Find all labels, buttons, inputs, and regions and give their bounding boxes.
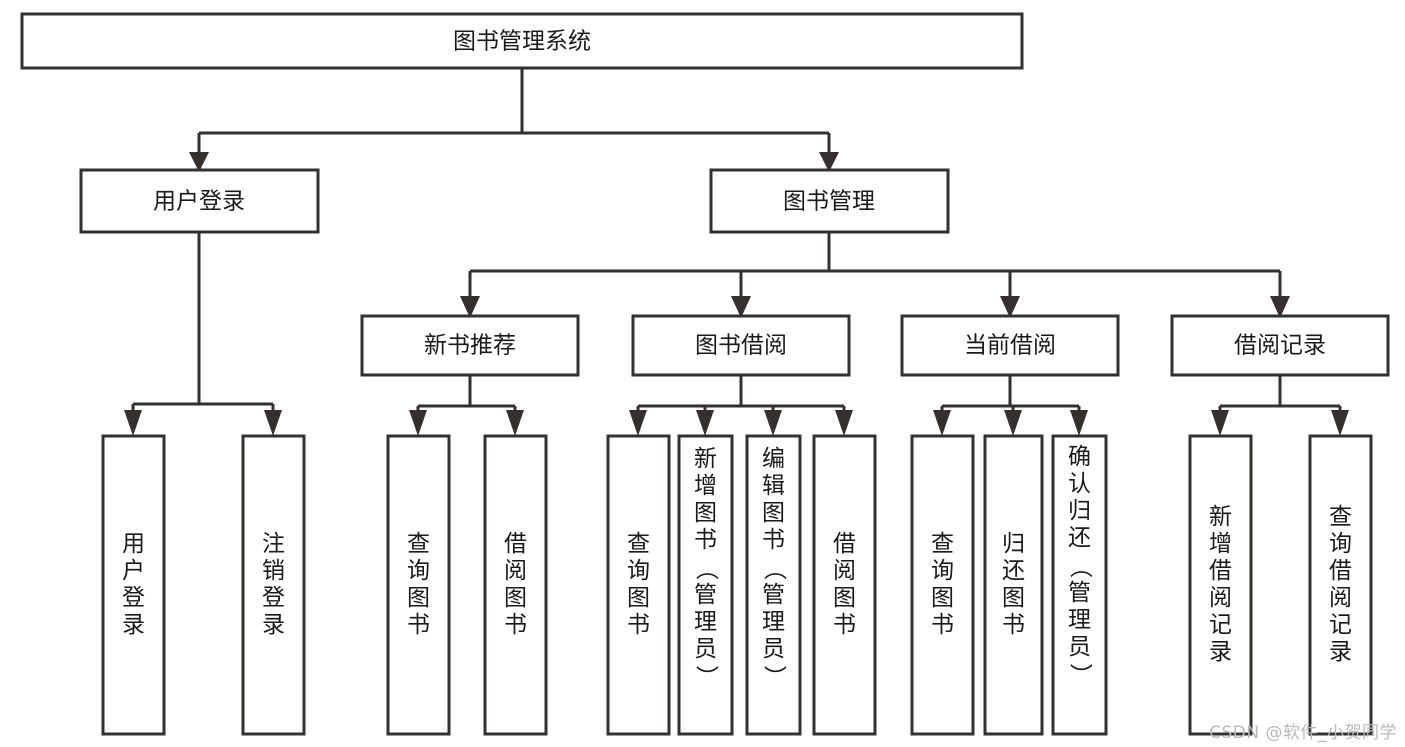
node-book-borrow-label: 图书借阅 — [695, 333, 787, 359]
arrow-user-login-leaf2 — [264, 410, 282, 436]
leaf-label-query-book-recommend: 查询图书 — [407, 530, 430, 639]
node-book-management-rect[interactable] — [709, 168, 950, 234]
leaf-label-add-book-admin: 新增图书（管理员） — [693, 446, 720, 689]
leaf-rect-borrow-book-recommend[interactable] — [483, 434, 548, 736]
arrow-new-book-leaf1 — [409, 410, 427, 436]
leaf-label-query-book-borrow: 查询图书 — [627, 530, 650, 639]
edges-current-borrow-to-leaves — [933, 375, 1088, 436]
edges-borrow-record-to-leaves — [1211, 375, 1349, 436]
leaf-rect-return-book[interactable] — [983, 434, 1044, 736]
leaf-label-return-book: 归还图书 — [1002, 530, 1025, 639]
leaf-label-query-borrow-record: 查询借阅记录 — [1329, 503, 1352, 666]
edges-level2-to-level3 — [460, 232, 1290, 318]
arrow-current-borrow-leaf1 — [933, 410, 951, 436]
leaf-label-borrow-book: 借阅图书 — [833, 530, 856, 639]
node-user-login[interactable]: 用户登录 — [79, 168, 320, 234]
node-borrow-record-label: 借阅记录 — [1234, 333, 1326, 359]
edges-book-borrow-to-leaves — [629, 375, 853, 436]
node-book-management[interactable]: 图书管理 — [709, 168, 950, 234]
arrow-to-book-borrow — [731, 296, 751, 318]
leaf-label-query-book-current: 查询图书 — [931, 530, 954, 639]
arrow-user-login-leaf1 — [124, 410, 142, 436]
node-current-borrow-label: 当前借阅 — [964, 333, 1056, 359]
leaf-label-confirm-return-admin: 确认归还（管理员） — [1067, 444, 1094, 687]
leaf-label-add-borrow-record: 新增借阅记录 — [1209, 503, 1232, 666]
arrow-to-borrow-record — [1270, 296, 1290, 318]
arrow-to-current-borrow — [1000, 296, 1020, 318]
leaf-rect-edit-book-admin[interactable] — [745, 434, 802, 736]
arrow-book-borrow-leaf3 — [764, 410, 782, 436]
leaf-rect-user-login[interactable] — [101, 434, 166, 736]
node-book-management-label: 图书管理 — [783, 189, 875, 215]
node-book-borrow[interactable]: 图书借阅 — [631, 314, 851, 377]
leaf-rect-query-book-borrow[interactable] — [606, 434, 671, 736]
edges-root-to-level2 — [189, 68, 839, 172]
node-borrow-record-rect[interactable] — [1170, 314, 1390, 377]
arrow-to-user-login — [189, 152, 209, 172]
leaf-label-user-login: 用户登录 — [122, 530, 145, 639]
leaf-rect-borrow-book[interactable] — [812, 434, 877, 736]
node-borrow-record[interactable]: 借阅记录 — [1170, 314, 1390, 377]
arrow-current-borrow-leaf3 — [1070, 410, 1088, 436]
edges-new-book-to-leaves — [409, 375, 524, 436]
edges-user-login-to-leaves — [124, 232, 282, 436]
arrow-new-book-leaf2 — [506, 410, 524, 436]
node-root-label: 图书管理系统 — [453, 29, 591, 55]
leaf-rect-add-book-admin[interactable] — [677, 434, 734, 736]
node-new-book-recommend-label: 新书推荐 — [424, 333, 516, 359]
leaf-rect-add-borrow-record[interactable] — [1188, 434, 1253, 736]
node-root-rect[interactable] — [20, 12, 1024, 70]
arrow-borrow-record-leaf2 — [1331, 410, 1349, 436]
leaf-rect-query-book-current[interactable] — [910, 434, 975, 736]
node-user-login-label: 用户登录 — [153, 189, 245, 215]
arrow-current-borrow-leaf2 — [1004, 410, 1022, 436]
leaf-label-logout: 注销登录 — [262, 530, 285, 639]
arrow-borrow-record-leaf1 — [1211, 410, 1229, 436]
leaf-rect-confirm-return-admin[interactable] — [1051, 434, 1108, 736]
arrow-book-borrow-leaf2 — [696, 410, 714, 436]
node-root[interactable]: 图书管理系统 — [20, 12, 1024, 70]
arrow-to-new-book — [460, 296, 480, 318]
node-book-borrow-rect[interactable] — [631, 314, 851, 377]
leaf-rect-logout[interactable] — [241, 434, 306, 736]
node-current-borrow[interactable]: 当前借阅 — [900, 314, 1120, 377]
arrow-to-book-mgmt — [819, 152, 839, 172]
arrow-book-borrow-leaf1 — [629, 410, 647, 436]
node-new-book-recommend-rect[interactable] — [360, 314, 580, 377]
arrow-book-borrow-leaf4 — [835, 410, 853, 436]
leaf-label-borrow-book-recommend: 借阅图书 — [504, 530, 527, 639]
leaf-rects — [101, 434, 1373, 736]
node-user-login-rect[interactable] — [79, 168, 320, 234]
node-new-book-recommend[interactable]: 新书推荐 — [360, 314, 580, 377]
leaf-rect-query-borrow-record[interactable] — [1308, 434, 1373, 736]
leaf-label-edit-book-admin: 编辑图书（管理员） — [761, 446, 788, 689]
leaf-rect-query-book-recommend[interactable] — [386, 434, 451, 736]
node-current-borrow-rect[interactable] — [900, 314, 1120, 377]
